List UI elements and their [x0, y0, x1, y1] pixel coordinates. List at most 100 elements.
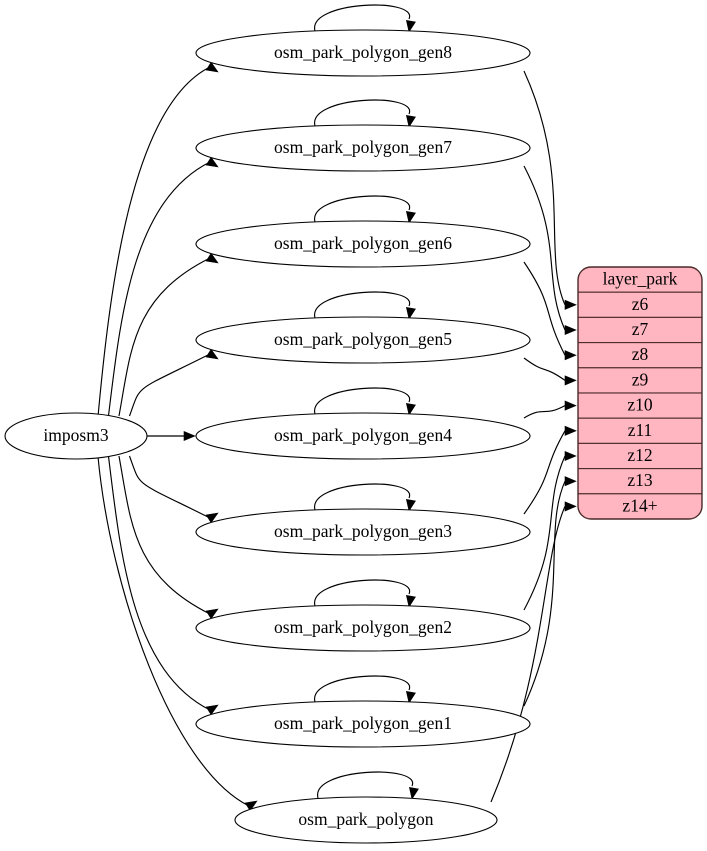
arrowhead-imposm3-to-base: [244, 800, 258, 812]
arrowhead-gen7-to-z7: [564, 324, 577, 336]
node-shape-imposm3: [4, 412, 148, 460]
arrowhead-imposm3-to-gen8: [205, 61, 219, 73]
edge-gen5-to-z9: [523, 357, 566, 381]
self-loop-arrowhead-gen6: [405, 210, 416, 224]
arrowhead-gen8-to-z6: [564, 299, 577, 310]
edge-gen8-to-z6: [523, 70, 566, 306]
arrowhead-gen2-to-z12: [564, 450, 577, 462]
self-loop-arrowhead-gen3: [405, 498, 416, 512]
table-row-z11[interactable]: [578, 417, 702, 444]
node-label-gen6: osm_park_polygon_gen6: [274, 233, 452, 253]
table-row-z10[interactable]: [578, 392, 702, 419]
edge-imposm3-to-gen1: [107, 455, 211, 711]
node-gen1[interactable]: osm_park_polygon_gen1: [195, 700, 531, 748]
node-label-gen8: osm_park_polygon_gen8: [274, 42, 452, 62]
table-row-label-z8: z8: [632, 344, 649, 364]
table-row-z9[interactable]: [578, 367, 702, 394]
self-loop-gen1: [314, 675, 410, 703]
node-shape-gen7: [195, 124, 531, 172]
self-loop-arrowhead-gen1: [405, 690, 416, 704]
table-row-z7[interactable]: [578, 316, 702, 344]
self-loop-arrowhead-base: [408, 786, 419, 800]
edge-gen2-to-z12: [523, 455, 566, 611]
arrowhead-gen5-to-z9: [564, 375, 577, 386]
table-header-label: layer_park: [603, 269, 678, 289]
self-loop-gen2: [314, 579, 410, 607]
edges-to-layer-table: [490, 70, 577, 803]
node-label-gen5: osm_park_polygon_gen5: [274, 329, 452, 349]
node-gen6[interactable]: osm_park_polygon_gen6: [195, 220, 531, 268]
table-row-label-z14+: z14+: [622, 495, 657, 515]
self-loop-edges: [314, 4, 419, 800]
table-row-label-z11: z11: [628, 420, 653, 440]
edges-from-imposm3: [97, 61, 258, 812]
self-loop-gen7: [314, 99, 410, 127]
self-loop-gen3: [314, 483, 410, 511]
table-row-label-z7: z7: [632, 319, 649, 339]
arrowhead-gen3-to-z11: [564, 425, 577, 436]
table-row-label-z6: z6: [632, 294, 649, 314]
self-loop-arrowhead-gen8: [405, 19, 416, 33]
self-loop-arrowhead-gen7: [405, 114, 416, 128]
edge-imposm3-to-gen5: [128, 353, 211, 417]
table-row-label-z10: z10: [627, 395, 653, 415]
node-gen2[interactable]: osm_park_polygon_gen2: [195, 604, 531, 652]
edge-gen1-to-z13: [523, 480, 566, 707]
node-shape-gen3: [195, 508, 531, 556]
self-loop-arrowhead-gen2: [405, 594, 416, 608]
edge-imposm3-to-base: [97, 455, 250, 807]
node-base[interactable]: osm_park_polygon: [234, 796, 498, 844]
edge-base-to-z14+: [490, 506, 566, 803]
node-group: imposm3 osm_park_polygon_gen8 osm_park_pol…: [4, 29, 531, 844]
node-shape-gen2: [195, 604, 531, 652]
edge-imposm3-to-gen6: [118, 257, 211, 417]
arrowhead-imposm3-to-gen7: [205, 156, 219, 168]
node-label-gen1: osm_park_polygon_gen1: [274, 713, 452, 733]
edge-imposm3-to-gen2: [118, 455, 211, 615]
table-row-z13[interactable]: [578, 468, 702, 495]
arrowhead-gen1-to-z13: [564, 476, 577, 487]
self-loop-arrowhead-gen4: [405, 402, 416, 416]
node-label-gen7: osm_park_polygon_gen7: [274, 137, 452, 157]
arrowhead-imposm3-to-gen5: [205, 348, 219, 360]
edge-imposm3-to-gen7: [107, 161, 211, 417]
edge-gen3-to-z11: [523, 430, 566, 515]
node-shape-gen4: [195, 412, 531, 460]
self-loop-base: [317, 771, 413, 799]
node-shape-gen8: [195, 29, 531, 77]
node-gen5[interactable]: osm_park_polygon_gen5: [195, 316, 531, 364]
edge-gen7-to-z7: [523, 165, 566, 331]
self-loop-gen8: [314, 4, 410, 32]
node-gen3[interactable]: osm_park_polygon_gen3: [195, 508, 531, 556]
table-row-z14+[interactable]: [578, 493, 702, 519]
edge-gen4-to-z10: [523, 405, 566, 419]
node-label-gen3: osm_park_polygon_gen3: [274, 521, 452, 541]
table-row-z8[interactable]: [578, 342, 702, 369]
table-outline: [577, 266, 703, 520]
arrowhead-imposm3-to-gen6: [205, 252, 219, 264]
arrowhead-imposm3-to-gen3: [205, 512, 219, 524]
node-gen7[interactable]: osm_park_polygon_gen7: [195, 124, 531, 172]
edge-imposm3-to-gen8: [97, 66, 211, 417]
arrowhead-imposm3-to-gen2: [205, 608, 219, 620]
arrowhead-base-to-z14+: [564, 501, 577, 512]
node-label-gen4: osm_park_polygon_gen4: [274, 425, 452, 445]
arrowhead-imposm3-to-gen1: [205, 704, 219, 716]
node-imposm3[interactable]: imposm3: [4, 412, 148, 460]
arrowhead-gen4-to-z10: [564, 400, 577, 411]
edge-imposm3-to-gen3: [128, 455, 211, 519]
table-row-label-z9: z9: [632, 369, 649, 389]
table-row-label-z13: z13: [627, 470, 653, 490]
node-shape-gen5: [195, 316, 531, 364]
node-shape-gen1: [195, 700, 531, 748]
node-shape-gen6: [195, 220, 531, 268]
arrowhead-gen6-to-z8: [564, 350, 577, 361]
node-shape-base: [234, 796, 498, 844]
node-gen8[interactable]: osm_park_polygon_gen8: [195, 29, 531, 77]
self-loop-gen4: [314, 387, 410, 415]
node-gen4[interactable]: osm_park_polygon_gen4: [195, 412, 531, 460]
arrowhead-imposm3-to-gen4: [183, 430, 196, 442]
